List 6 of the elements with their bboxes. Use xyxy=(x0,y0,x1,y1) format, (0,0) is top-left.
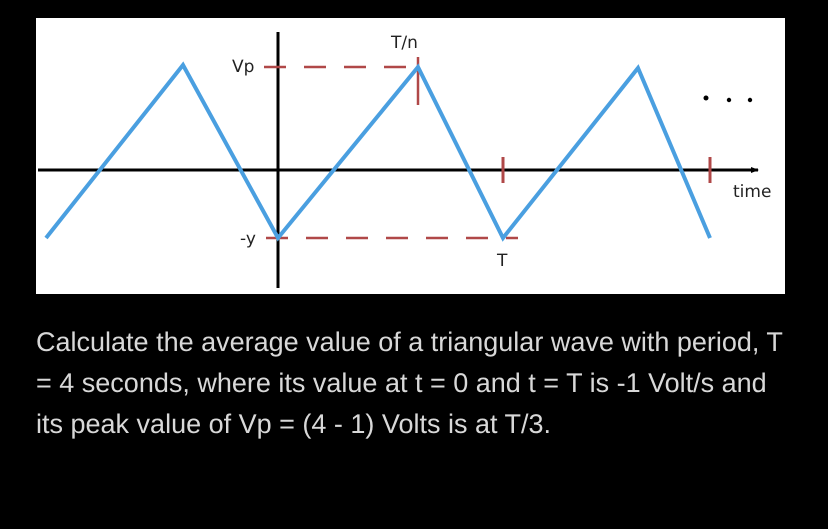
axis-label: Vp xyxy=(232,57,254,77)
axis-label: -y xyxy=(240,229,256,249)
question-text: Calculate the average value of a triangular wave with period, T = 4 seconds, where its value at t = 0 and t = T is -1 Volt/s and its peak value of Vp = (4 - 1) Volts is at T/3. xyxy=(36,326,784,441)
axis-label: T xyxy=(497,251,508,271)
axis-label: time xyxy=(733,182,772,202)
axis-label: T/n xyxy=(391,33,418,53)
